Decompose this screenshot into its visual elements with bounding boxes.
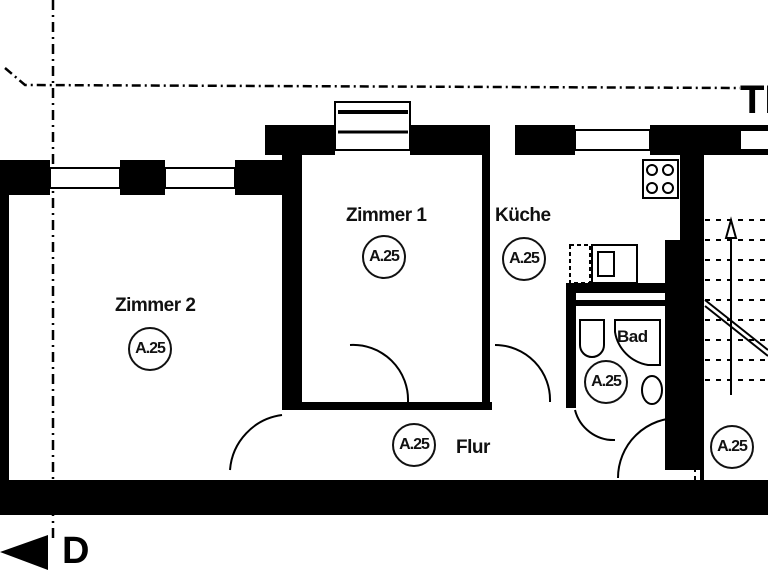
stairs (705, 219, 768, 381)
windows (49, 101, 768, 189)
room-label-flur: Flur (456, 437, 490, 458)
room-label-kueche: Küche (495, 205, 551, 226)
section-marker-label: D (62, 530, 90, 572)
room-tag-stair: A.25 (710, 425, 754, 469)
door-swings (229, 343, 681, 479)
room-label-bad: Bad (617, 327, 648, 346)
room-label-zimmer1: Zimmer 1 (346, 205, 427, 226)
boundary-line (4, 67, 741, 90)
room-label-zimmer2: Zimmer 2 (115, 295, 196, 316)
room-tag-zimmer1: A.25 (362, 235, 406, 279)
room-tag-kueche: A.25 (502, 237, 546, 281)
bathroom-fixtures (579, 319, 663, 405)
room-tag-zimmer2: A.25 (128, 327, 172, 371)
corner-text: TH (740, 78, 768, 122)
room-tag-flur: A.25 (392, 423, 436, 467)
section-arrow-icon (0, 535, 48, 570)
kitchen-fixtures (569, 159, 679, 284)
walls (0, 125, 768, 515)
room-tag-bad: A.25 (584, 360, 628, 404)
